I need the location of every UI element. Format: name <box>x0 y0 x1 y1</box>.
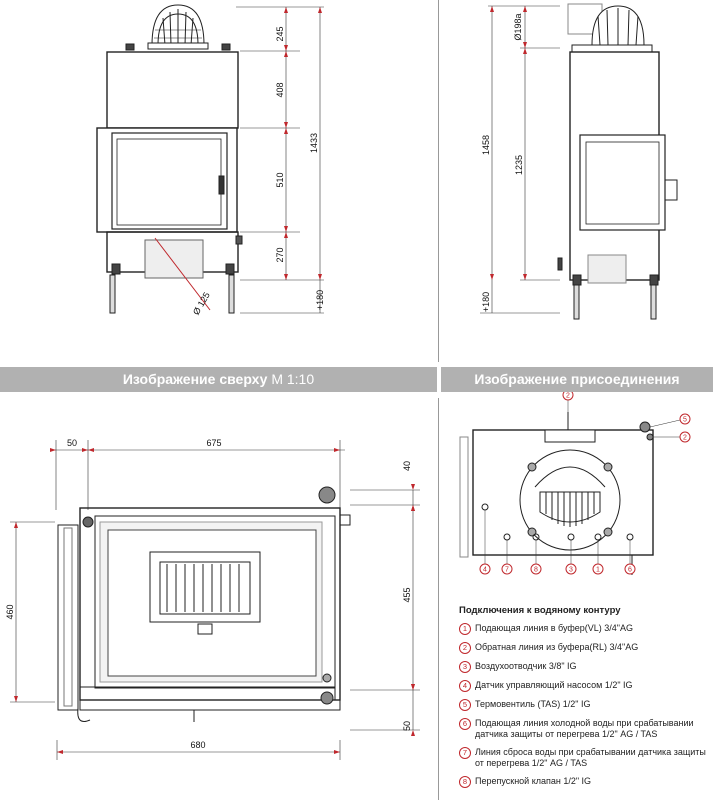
marker-6 <box>624 563 636 575</box>
marker-4 <box>479 563 491 575</box>
dim-680: 680 <box>190 740 205 750</box>
legend-title: Подключения к водяному контуру <box>459 605 621 616</box>
divider-vertical-bottom <box>438 398 439 800</box>
legend-number-7: 7 <box>459 747 471 759</box>
marker-label-2-top: 2 <box>566 393 570 400</box>
legend-item-1: 1 Подающая линия в буфер(VL) 3/4"AG <box>459 623 713 635</box>
flue-diameter-line <box>154 237 211 311</box>
legend-text-4: Датчик управляющий насосом 1/2" IG <box>475 680 633 690</box>
legend-number-1: 1 <box>459 623 471 635</box>
side-view-drawing: Ø198a 1458 1235 +180 <box>480 3 678 320</box>
header-top-view: Изображение сверху M 1:10 <box>0 367 437 392</box>
side-dimension-arrows <box>490 6 527 280</box>
dim-180: +180 <box>315 290 325 310</box>
dim-198: Ø198a <box>513 13 523 40</box>
marker-label-3: 3 <box>569 567 573 574</box>
top-view-drawing: 50 675 40 460 455 50 680 <box>5 438 420 760</box>
marker-2-right <box>679 431 691 443</box>
legend-item-3: 3 Воздухоотводчик 3/8" IG <box>459 661 713 673</box>
legend-item-8: 8 Перепускной клапан 1/2" IG <box>459 776 713 788</box>
marker-label-5: 5 <box>683 417 687 424</box>
marker-label-4: 4 <box>483 567 487 574</box>
dim-510: 510 <box>275 172 285 187</box>
dim-1458: 1458 <box>481 135 491 155</box>
dim-675: 675 <box>206 438 221 448</box>
legend-text-8: Перепускной клапан 1/2" IG <box>475 776 592 786</box>
legend-text-3: Воздухоотводчик 3/8" IG <box>475 661 577 671</box>
legend-text-5: Термовентиль (TAS) 1/2" IG <box>475 699 591 709</box>
legend-number-5: 5 <box>459 699 471 711</box>
front-dimension-lines <box>236 6 324 314</box>
legend-item-6: 6 Подающая линия холодной воды при сраба… <box>459 718 713 740</box>
dim-408: 408 <box>275 82 285 97</box>
dim-d125: Ø 125 <box>191 290 212 316</box>
header-connection-view: Изображение присоединения <box>441 367 713 392</box>
legend-number-2: 2 <box>459 642 471 654</box>
marker-2-top <box>562 392 574 401</box>
top-body <box>57 486 351 722</box>
legend-number-8: 8 <box>459 776 471 788</box>
connection-body <box>459 412 654 575</box>
dim-side-180: +180 <box>481 292 491 312</box>
legend-text-6: Подающая линия холодной воды при срабаты… <box>475 718 694 739</box>
marker-label-1: 1 <box>596 567 600 574</box>
dim-40: 40 <box>402 461 412 471</box>
legend-number-6: 6 <box>459 718 471 730</box>
legend-text-2: Обратная линия из буфера(RL) 3/4"AG <box>475 642 639 652</box>
dim-1235: 1235 <box>514 155 524 175</box>
top-dimension-lines <box>10 440 420 760</box>
marker-5 <box>679 413 691 425</box>
top-dimension-arrows <box>14 448 415 754</box>
dim-270: 270 <box>275 247 285 262</box>
front-dimension-arrows <box>284 7 322 280</box>
marker-7 <box>501 563 513 575</box>
connection-drawing: 2 5 2 4 7 8 3 1 6 <box>459 392 691 575</box>
marker-label-6: 6 <box>628 567 632 574</box>
side-body <box>557 3 678 320</box>
marker-3 <box>565 563 577 575</box>
dim-1433: 1433 <box>309 133 319 153</box>
dim-245: 245 <box>275 26 285 41</box>
dim-460: 460 <box>5 604 15 619</box>
dim-455: 455 <box>402 587 412 602</box>
legend-number-3: 3 <box>459 661 471 673</box>
connection-marker-labels: 2 5 2 4 7 8 3 1 6 <box>483 393 687 574</box>
legend-item-2: 2 Обратная линия из буфера(RL) 3/4"AG <box>459 642 713 654</box>
marker-label-8: 8 <box>534 567 538 574</box>
legend-item-5: 5 Термовентиль (TAS) 1/2" IG <box>459 699 713 711</box>
marker-label-7: 7 <box>505 567 509 574</box>
side-dimension-lines <box>480 5 560 314</box>
dim-top-50: 50 <box>67 438 77 448</box>
marker-label-2-right: 2 <box>683 435 687 442</box>
divider-vertical-top <box>438 0 439 362</box>
connection-legend: Подключения к водяному контуру 1 Подающа… <box>459 605 713 795</box>
header-top-view-title: Изображение сверху <box>122 371 268 387</box>
header-top-view-scale: M 1:10 <box>271 371 315 387</box>
flue-dome <box>125 4 231 51</box>
legend-text-1: Подающая линия в буфер(VL) 3/4"AG <box>475 623 633 633</box>
legend-item-4: 4 Датчик управляющий насосом 1/2" IG <box>459 680 713 692</box>
connection-markers <box>479 392 691 575</box>
marker-1 <box>592 563 604 575</box>
header-connection-view-title: Изображение присоединения <box>474 371 680 387</box>
front-view-drawing: 245 408 510 270 1433 +180 Ø 125 <box>96 4 325 317</box>
legend-number-4: 4 <box>459 680 471 692</box>
connection-leader-lines <box>484 400 681 564</box>
dim-bottom-50: 50 <box>402 721 412 731</box>
front-body <box>96 51 243 314</box>
marker-8 <box>530 563 542 575</box>
legend-text-7: Линия сброса воды при срабатывании датчи… <box>475 747 706 768</box>
legend-item-7: 7 Линия сброса воды при срабатывании дат… <box>459 747 713 769</box>
